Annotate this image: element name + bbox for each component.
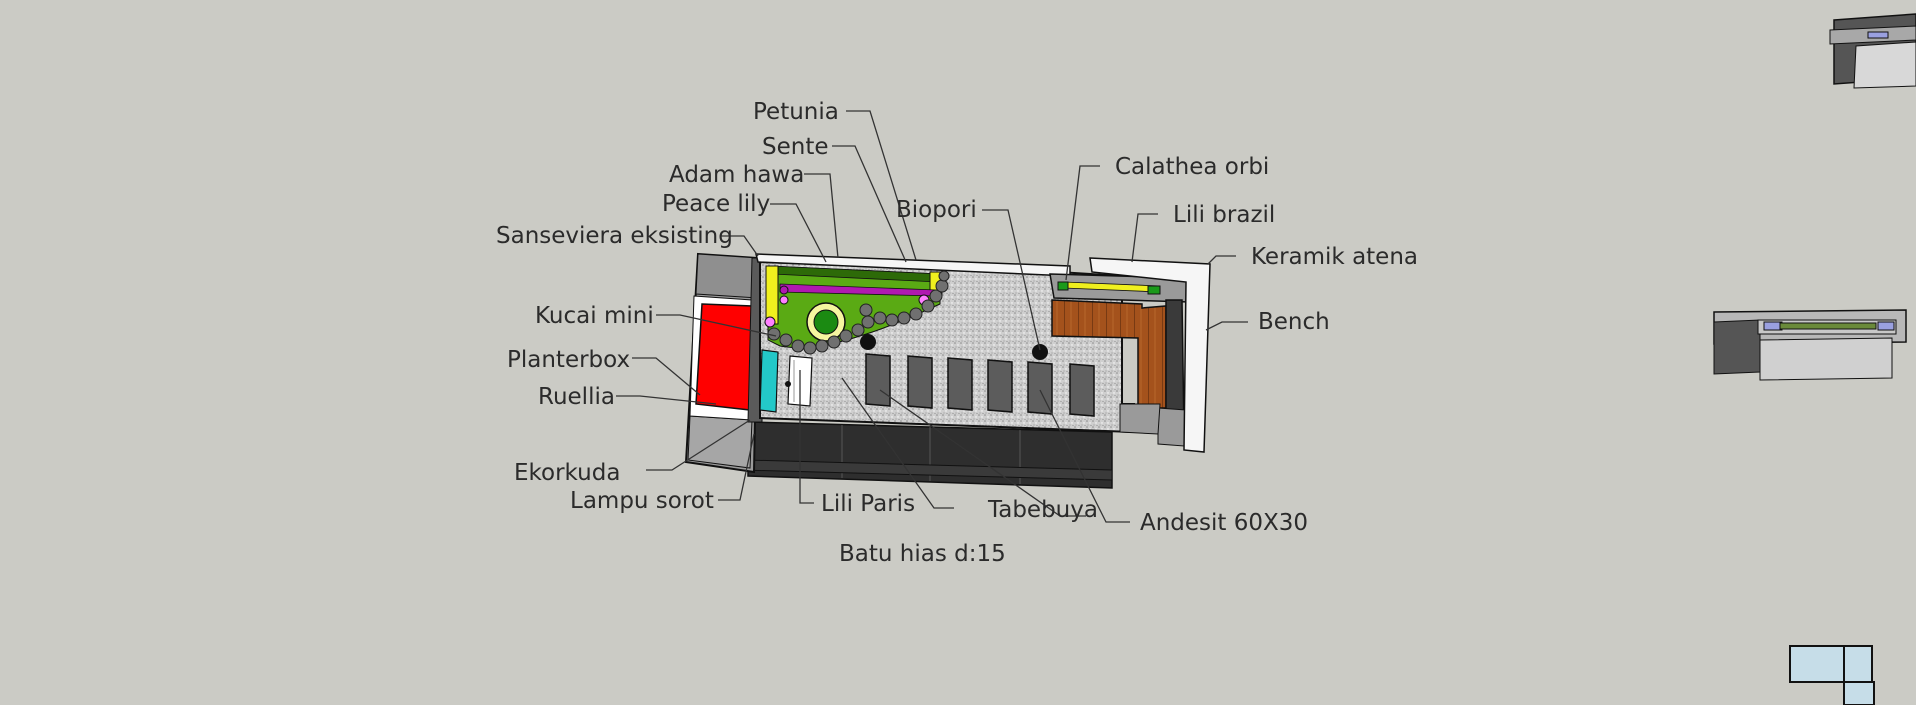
label-sanseviera: Sanseviera eksisting (496, 223, 733, 249)
leader-lines (616, 110, 1248, 523)
main-plan (684, 252, 1211, 489)
side-object-middle-right (1713, 309, 1907, 381)
label-bench: Bench (1258, 309, 1330, 335)
label-ruellia: Ruellia (538, 384, 615, 410)
label-lili-brazil: Lili brazil (1173, 202, 1276, 228)
biopori-hole-1 (860, 334, 876, 350)
label-adam-hawa: Adam hawa (669, 162, 805, 188)
label-tabebuya: Tabebuya (988, 497, 1098, 523)
label-petunia: Petunia (753, 99, 839, 125)
label-keramik: Keramik atena (1251, 244, 1418, 270)
cyan-planter (759, 349, 779, 413)
label-batu-hias: Batu hias d:15 (839, 541, 1006, 567)
label-kucai-mini: Kucai mini (535, 303, 654, 329)
label-peace-lily: Peace lily (662, 191, 771, 217)
label-planterbox: Planterbox (507, 347, 631, 373)
label-sente: Sente (762, 134, 829, 160)
label-ekorkuda: Ekorkuda (514, 460, 621, 486)
label-lampu-sorot: Lampu sorot (570, 488, 714, 514)
label-andesit: Andesit 60X30 (1140, 510, 1309, 536)
side-object-top-right (1829, 13, 1916, 89)
side-object-bottom-right (1789, 645, 1875, 705)
label-biopori: Biopori (896, 197, 977, 223)
label-calathea: Calathea orbi (1115, 154, 1270, 180)
label-lili-paris: Lili Paris (821, 491, 916, 517)
biopori-hole-2 (1032, 344, 1048, 360)
decorative-stones (767, 270, 950, 355)
